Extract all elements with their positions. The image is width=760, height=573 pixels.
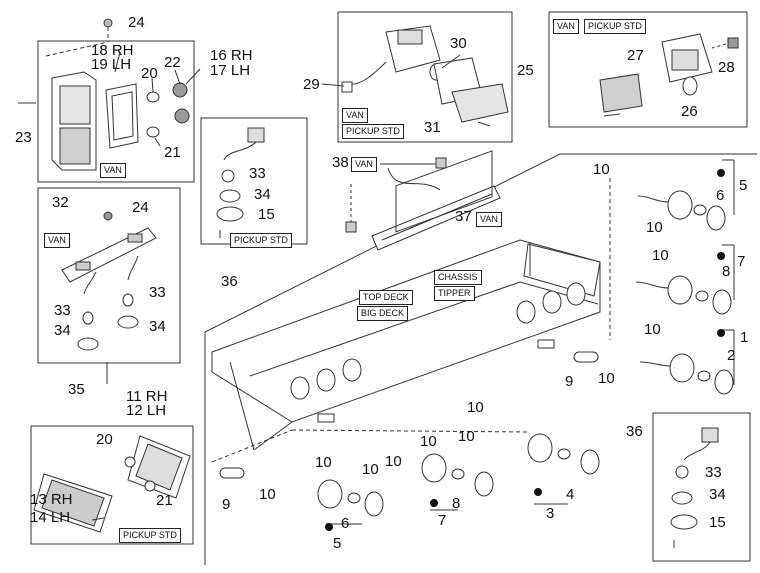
callout: 20	[141, 65, 158, 82]
pickup-licence-parts	[216, 127, 265, 238]
callout: 7	[438, 512, 447, 529]
van-rear-lamp-parts	[18, 18, 201, 171]
callout: 5	[333, 535, 342, 552]
chassis-licence-box	[652, 412, 751, 562]
callout: 29	[303, 76, 320, 93]
callout: 9	[222, 496, 231, 513]
van-licence-bracket-parts	[61, 211, 157, 384]
callout: 6	[341, 515, 350, 532]
callout: 34	[709, 486, 726, 503]
callout: 10	[315, 454, 332, 471]
callout: 10	[652, 247, 669, 264]
callout: 5	[739, 177, 748, 194]
callout: 8	[452, 495, 461, 512]
callout: 38	[332, 154, 349, 171]
callout: 12 LH	[126, 402, 167, 419]
callout: 21	[164, 144, 181, 161]
callout: 7	[737, 253, 746, 270]
callout: 22	[164, 54, 181, 71]
callout: 23	[15, 129, 32, 146]
callout: 10	[598, 370, 615, 387]
tag-chassis: CHASSIS	[434, 270, 482, 285]
callout: 26	[681, 103, 698, 120]
callout: 15	[709, 514, 726, 531]
callout: 33	[249, 165, 266, 182]
bulb-markers	[325, 169, 725, 531]
tag-pickup-std: PICKUP STD	[119, 528, 181, 543]
callout: 10	[458, 428, 475, 445]
chassis-licence-parts	[670, 427, 719, 548]
callout: 31	[424, 119, 441, 136]
callout: 36	[626, 423, 643, 440]
rear-bumper-bar	[211, 150, 601, 451]
callout: 1	[740, 329, 749, 346]
callout: 19 LH	[91, 56, 132, 73]
callout: 33	[149, 284, 166, 301]
tag-van: VAN	[351, 157, 377, 172]
callout: 16 RH	[210, 47, 253, 64]
callout: 10	[644, 321, 661, 338]
pickup-rear-lamp-parts	[33, 435, 191, 533]
callout: 35	[68, 381, 85, 398]
callout: 37	[455, 208, 472, 225]
callout: 10	[259, 486, 276, 503]
pickup-rear-lamp-box	[30, 425, 194, 545]
tag-van: VAN	[553, 19, 579, 34]
callout: 3	[546, 505, 555, 522]
callout: 30	[450, 35, 467, 52]
callout: 25	[517, 62, 534, 79]
callout: 18 RH	[91, 42, 134, 59]
tag-tipper: TIPPER	[434, 286, 475, 301]
licence-lamp-parts	[599, 33, 739, 117]
licence-lamp-box	[548, 11, 748, 128]
callout: 10	[593, 161, 610, 178]
callout: 34	[254, 186, 271, 203]
tag-van: VAN	[476, 212, 502, 227]
callout: 9	[565, 373, 574, 390]
callout: 13 RH	[30, 491, 73, 508]
tag-big-deck: BIG DECK	[357, 306, 409, 321]
callout: 15	[258, 206, 275, 223]
tag-top-deck: TOP DECK	[359, 290, 413, 305]
callout: 8	[722, 263, 731, 280]
callout: 17 LH	[210, 62, 251, 79]
callout: 33	[54, 302, 71, 319]
tag-pickup-std: PICKUP STD	[584, 19, 646, 34]
callout: 36	[221, 273, 238, 290]
third-brake-light-parts	[345, 157, 501, 251]
tag-van: VAN	[44, 233, 70, 248]
lower-socket-parts	[211, 351, 600, 525]
callout: 34	[149, 318, 166, 335]
callout: 34	[54, 322, 71, 339]
callout: 10	[646, 219, 663, 236]
callout: 10	[362, 461, 379, 478]
callout: 10	[420, 433, 437, 450]
callout: 6	[716, 187, 725, 204]
callout: 11 RH	[126, 388, 168, 405]
tag-van: VAN	[100, 163, 126, 178]
callout: 27	[627, 47, 644, 64]
callout: 24	[128, 14, 145, 31]
tag-van: VAN	[342, 108, 368, 123]
third-stop-lamp-box	[337, 11, 513, 143]
callout: 2	[727, 347, 736, 364]
callout: 20	[96, 431, 113, 448]
van-licence-bracket-box	[37, 187, 181, 364]
callout: 32	[52, 194, 69, 211]
tag-pickup-std: PICKUP STD	[230, 233, 292, 248]
van-rear-lamp-box	[37, 40, 195, 183]
callout: 33	[705, 464, 722, 481]
tag-pickup-std: PICKUP STD	[342, 124, 404, 139]
callout: 10	[385, 453, 402, 470]
callout: 4	[566, 486, 575, 503]
callout: 21	[156, 492, 173, 509]
callout: 14 LH	[30, 509, 71, 526]
callout: 10	[467, 399, 484, 416]
high-stop-lamp-parts	[321, 25, 509, 127]
callout: 24	[132, 199, 149, 216]
callout: 28	[718, 59, 735, 76]
lamp-socket-parts	[609, 159, 735, 395]
